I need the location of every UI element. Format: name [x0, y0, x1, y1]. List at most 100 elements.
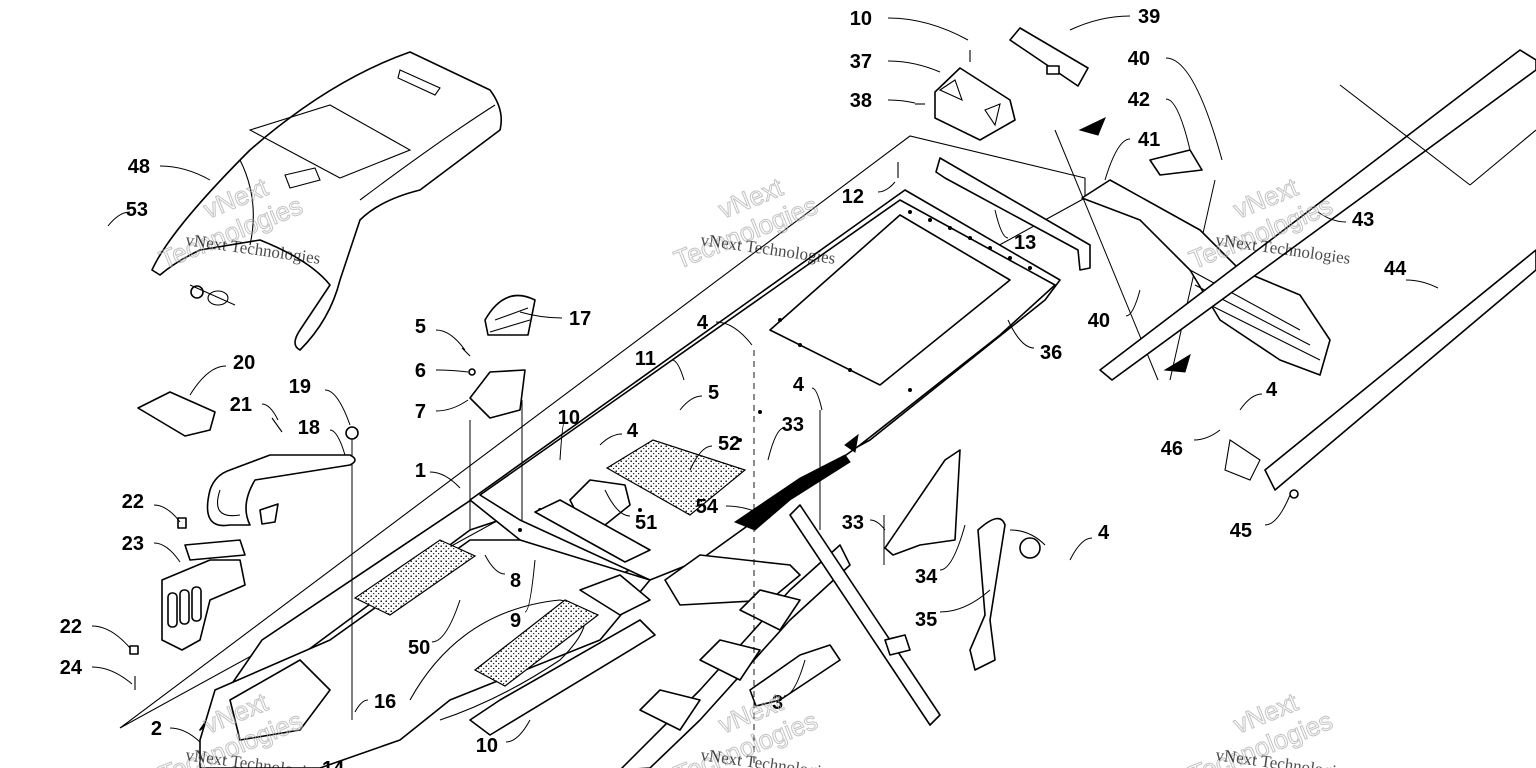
leader-line: [189, 365, 227, 396]
leader-line: [671, 359, 685, 381]
hitch-23: [129, 517, 246, 690]
callout-10: 10: [476, 735, 498, 757]
seat-48: [151, 51, 503, 351]
leader-line: [1317, 211, 1347, 223]
callout-41: 41: [1138, 129, 1160, 151]
leader-line: [91, 625, 131, 649]
callout-24: 24: [60, 657, 83, 679]
callout-37: 37: [850, 51, 872, 73]
callout-35: 35: [915, 609, 937, 631]
callout-21: 21: [230, 394, 252, 416]
callout-4: 4: [627, 420, 639, 442]
callout-50: 50: [408, 637, 430, 659]
leader-line: [887, 17, 969, 41]
callout-19: 19: [289, 376, 311, 398]
leader-line: [435, 369, 469, 373]
callout-40: 40: [1088, 310, 1110, 332]
leader-line: [939, 524, 966, 571]
callout-36: 36: [1040, 342, 1062, 364]
leader-line: [1069, 15, 1131, 31]
callout-46: 46: [1161, 438, 1183, 460]
callout-1: 1: [415, 460, 426, 482]
callout-7: 7: [415, 401, 426, 423]
leader-line: [1165, 57, 1223, 161]
callout-45: 45: [1230, 520, 1252, 542]
leader-line: [783, 659, 806, 697]
callout-48: 48: [128, 156, 150, 178]
callout-16: 16: [374, 691, 396, 713]
light-39: [1009, 27, 1089, 87]
leader-line: [153, 542, 181, 563]
leader-line: [354, 699, 369, 713]
leader-line: [689, 445, 713, 471]
decal-54: [733, 454, 851, 531]
plate-20: [137, 391, 216, 437]
callout-20: 20: [233, 352, 255, 374]
snowflap-41: [1081, 149, 1331, 376]
leader-line: [559, 419, 566, 461]
leader-line: [429, 471, 461, 489]
callout-6: 6: [415, 360, 426, 382]
arrow-marker: [1078, 116, 1106, 136]
leader-line: [435, 399, 469, 412]
bracket-13: [897, 157, 1091, 271]
callout-18: 18: [298, 417, 320, 439]
callout-42: 42: [1128, 89, 1150, 111]
callout-23: 23: [122, 533, 144, 555]
leader-line: [1405, 279, 1439, 289]
leader-line: [153, 504, 181, 523]
leader-line: [887, 99, 916, 104]
grip-pad-50b: [473, 599, 600, 687]
bracket-7: [461, 294, 536, 419]
leader-line: [887, 60, 941, 73]
callout-54: 54: [696, 496, 719, 518]
leader-line: [939, 589, 991, 613]
callout-5: 5: [415, 316, 426, 338]
leader-line: [435, 329, 466, 351]
callout-13: 13: [1014, 232, 1036, 254]
leader-line: [877, 181, 896, 193]
leader-line: [505, 719, 531, 743]
callout-39: 39: [1138, 6, 1160, 28]
callout-4: 4: [697, 312, 709, 334]
callout-8: 8: [510, 570, 521, 592]
tunnel-frame: [119, 135, 1086, 768]
callout-22: 22: [60, 616, 82, 638]
callout-51: 51: [635, 512, 657, 534]
arrow-marker: [1163, 353, 1191, 373]
grip-pad-50a: [353, 539, 477, 616]
callout-9: 9: [510, 610, 521, 632]
callout-2: 2: [151, 718, 162, 740]
leader-line: [261, 403, 279, 421]
rear-bumper-18: [206, 417, 359, 527]
callout-4: 4: [793, 374, 805, 396]
leader-line: [107, 211, 131, 227]
callout-52: 52: [718, 433, 740, 455]
callout-4: 4: [1266, 379, 1278, 401]
leader-line: [524, 559, 536, 613]
leader-line: [679, 395, 703, 411]
callout-38: 38: [850, 90, 872, 112]
callout-3: 3: [772, 692, 783, 714]
grip-pad-52: [605, 439, 747, 516]
callout-5: 5: [708, 382, 719, 404]
arrow-marker: [844, 433, 859, 453]
leader-line: [725, 505, 771, 519]
leader-line: [169, 727, 201, 743]
leader-line: [484, 554, 506, 575]
leader-line: [994, 209, 1009, 239]
strap-35: [969, 517, 1046, 671]
leader-line: [1165, 98, 1191, 151]
leader-line: [1125, 289, 1141, 317]
leader-line: [1104, 138, 1131, 181]
callout-40: 40: [1128, 48, 1150, 70]
frame-holes: [518, 210, 1032, 562]
rear-bumper-44: [1099, 49, 1536, 499]
leader-line: [604, 489, 631, 517]
leader-line: [91, 666, 133, 685]
leader-line: [519, 311, 563, 319]
callout-10: 10: [850, 8, 872, 30]
callout-44: 44: [1384, 258, 1407, 280]
